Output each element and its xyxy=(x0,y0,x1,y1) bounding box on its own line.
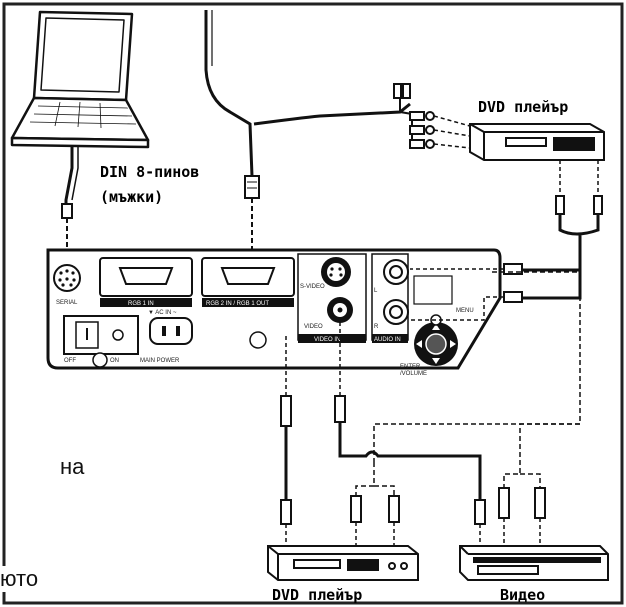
audio-cable-right xyxy=(520,214,600,300)
ac-in-label: ▼ AC IN ~ xyxy=(148,310,177,316)
rca-plugs-top-icon xyxy=(555,195,603,215)
serial-label: SERIAL xyxy=(56,300,78,306)
ac-inlet-icon xyxy=(149,317,193,345)
rca-plugs-bottom-dvd-icon xyxy=(350,495,400,523)
enter-joystick-button[interactable] xyxy=(414,322,458,366)
laptop-icon xyxy=(10,10,150,149)
rgb-plug-icon xyxy=(244,175,260,199)
dvd-player-bottom-icon xyxy=(267,545,419,581)
av-cable-top xyxy=(253,102,411,126)
rgb2-port-icon xyxy=(201,257,295,307)
rca-plugs-vcr-icon xyxy=(498,487,546,519)
s-video-port-icon xyxy=(321,257,351,287)
side-text-fragment-2: юто xyxy=(0,566,43,592)
menu-label: MENU xyxy=(456,308,474,314)
rgb1-in-port-icon xyxy=(99,257,193,307)
audio-in-label: AUDIO IN xyxy=(374,337,401,343)
video-port-icon xyxy=(327,297,353,323)
dvd-top-label: DVD плейър xyxy=(478,98,568,116)
din-connector-label: DIN 8-пинов xyxy=(100,163,199,181)
on-label: ON xyxy=(110,358,119,364)
dvd-bottom-label: DVD плейър xyxy=(272,586,362,604)
audio-r-port-icon xyxy=(383,299,409,325)
rgb-cable xyxy=(204,10,254,177)
audio-l-port-icon xyxy=(383,259,409,285)
off-label: OFF xyxy=(64,358,76,364)
main-power-switch[interactable] xyxy=(63,315,139,355)
enter-sub-label: /VOLUME xyxy=(400,371,427,377)
din-gender-label: (мъжки) xyxy=(100,188,163,206)
video-cable xyxy=(338,422,482,500)
enter-label: ENTER xyxy=(400,364,421,370)
serial-port-icon xyxy=(53,264,81,292)
rca-splitter-icon xyxy=(393,83,435,149)
serial-cable xyxy=(64,146,74,210)
din-plug-icon xyxy=(61,203,73,219)
rgb1-in-label: RGB 1 IN xyxy=(128,301,154,307)
video-in-label: VIDEO IN xyxy=(314,337,340,343)
main-power-label: MAIN POWER xyxy=(140,358,180,364)
audio-r-label: R xyxy=(374,324,379,330)
s-video-plug-icon xyxy=(280,395,292,427)
side-text-fragment-1: на xyxy=(60,454,85,480)
video-label: VIDEO xyxy=(304,324,323,330)
menu-panel xyxy=(413,275,453,305)
audio-l-label: L xyxy=(374,288,378,294)
rgb2-label: RGB 2 IN / RGB 1 OUT xyxy=(206,301,269,307)
video-plug-icon xyxy=(334,395,346,423)
s-video-label: S-VIDEO xyxy=(300,284,325,290)
video-bottom-label: Видео xyxy=(500,586,545,604)
vcr-icon xyxy=(459,545,609,581)
dvd-player-top-icon xyxy=(469,123,605,161)
